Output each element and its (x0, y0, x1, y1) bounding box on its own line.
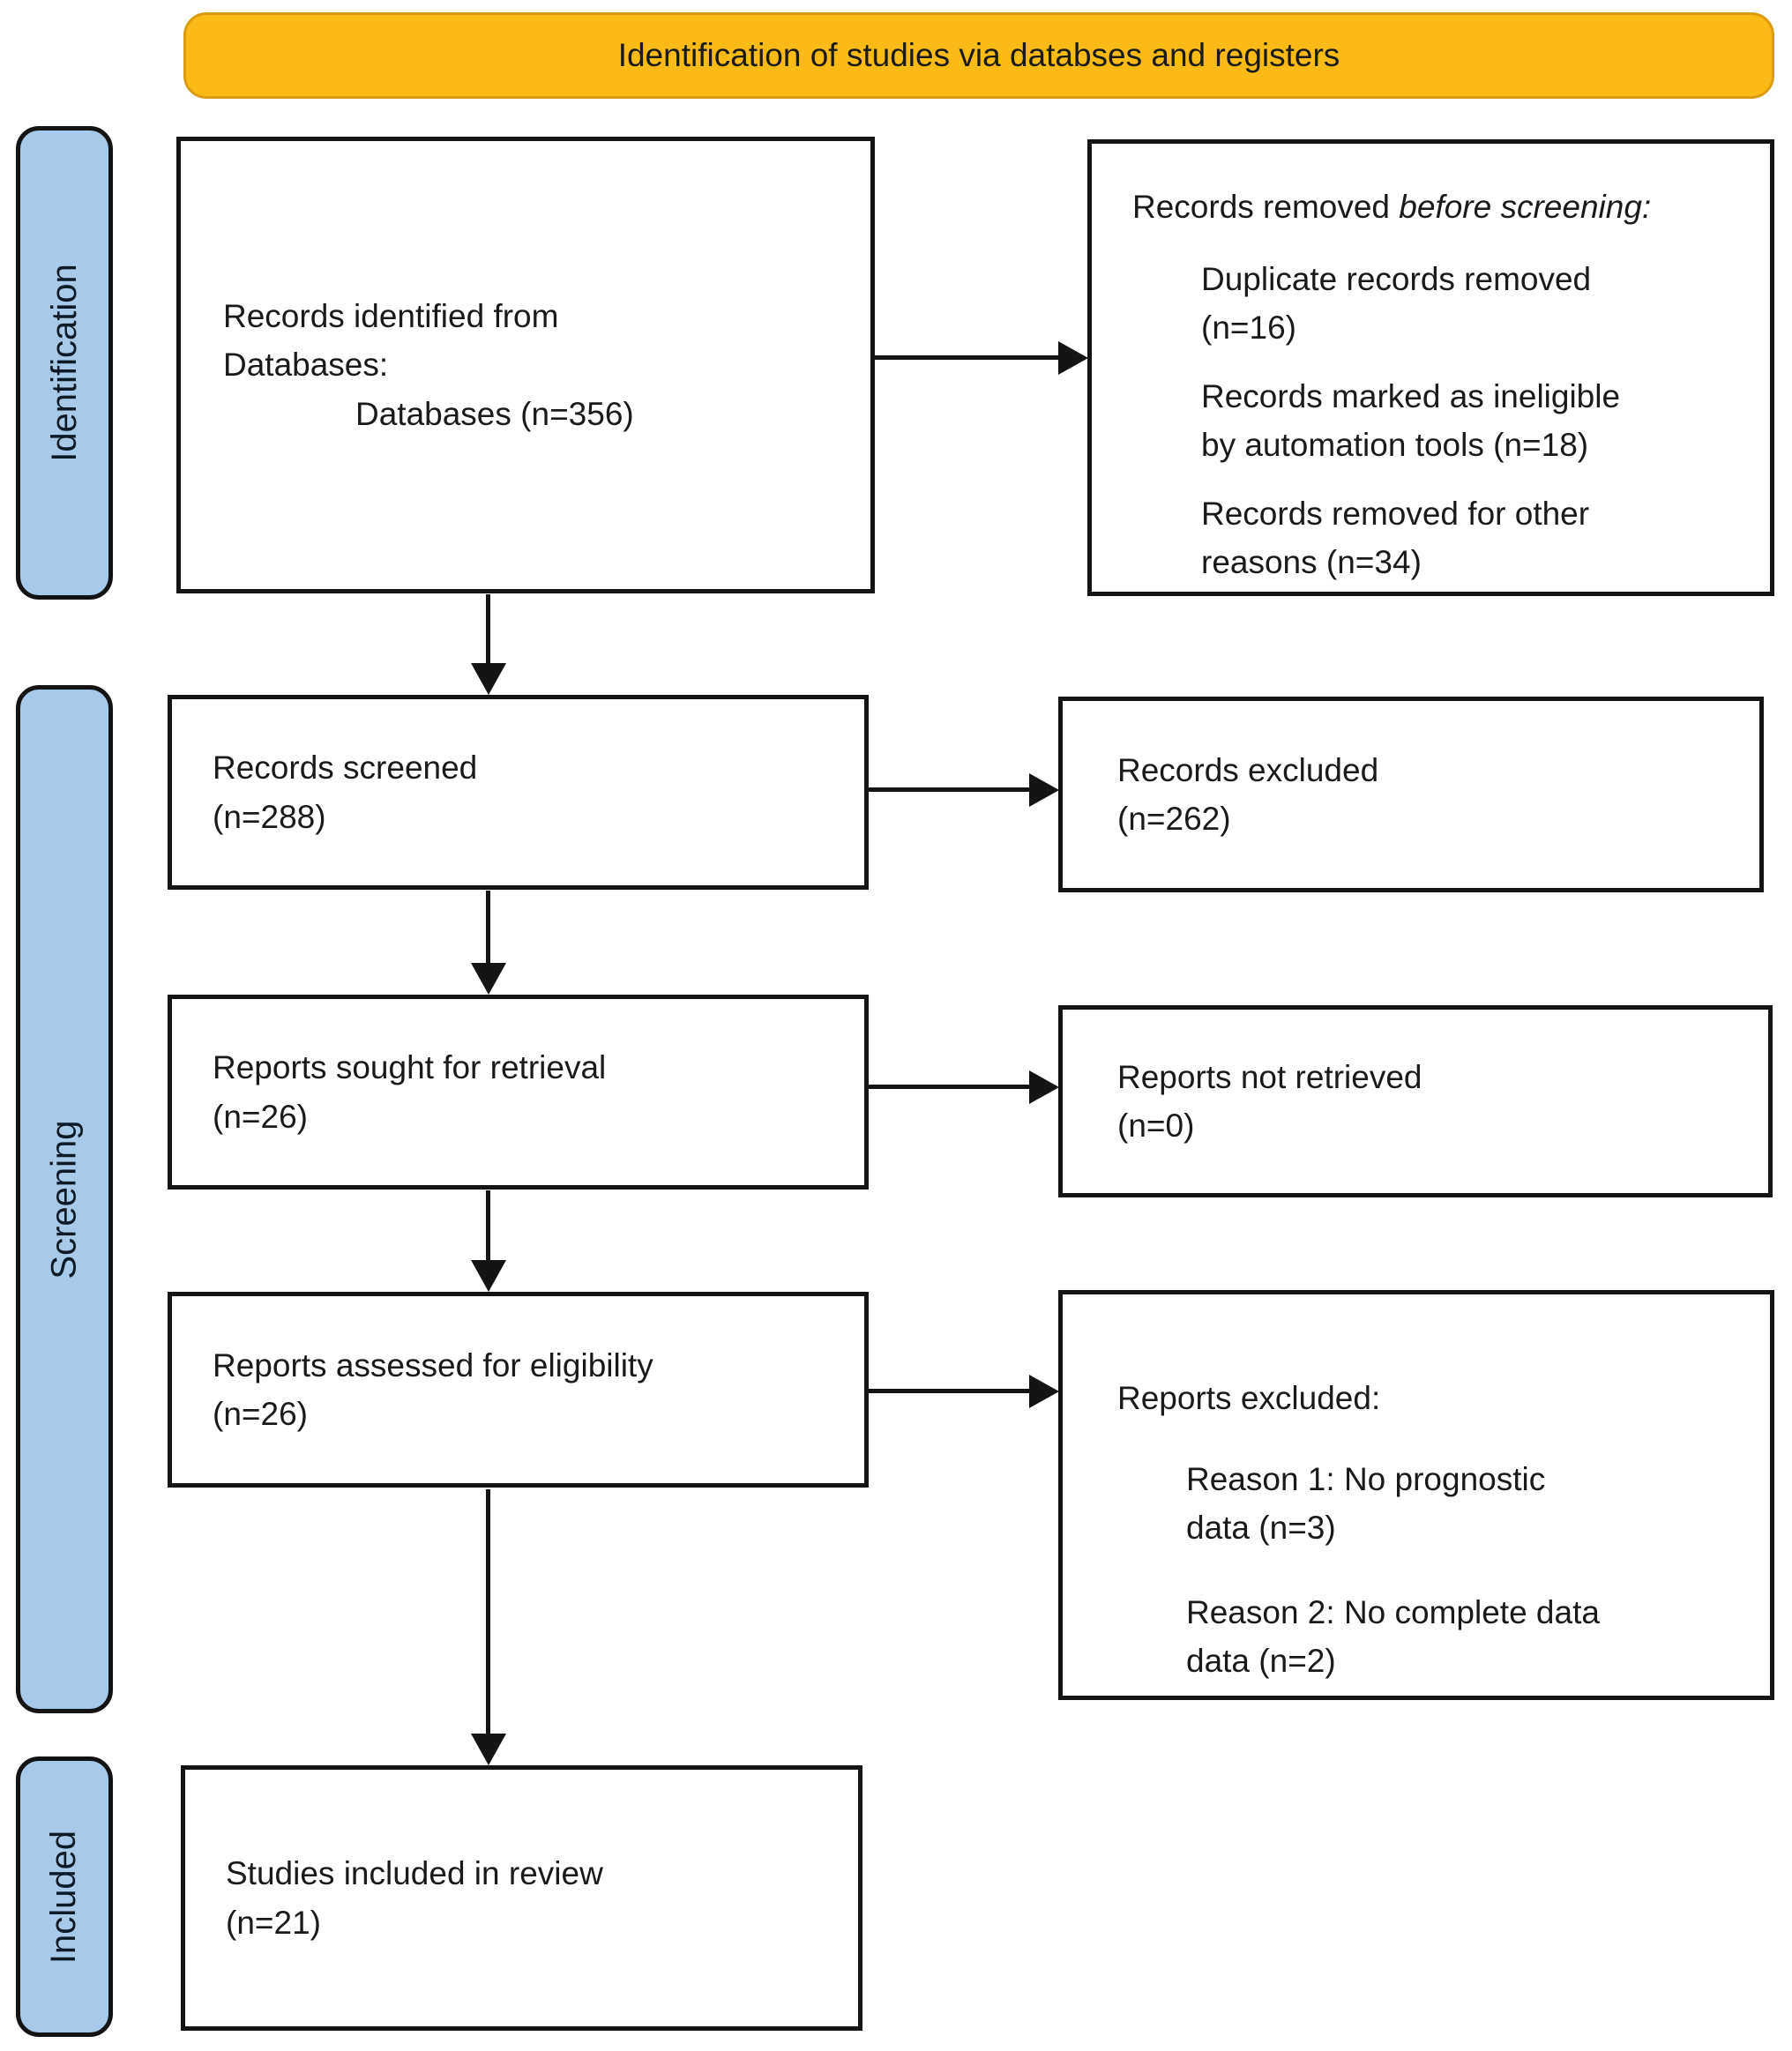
stage-pill-identification: Identification (16, 126, 113, 600)
records-identified-line2: Databases: (223, 347, 389, 384)
arrowhead-right-icon (1029, 773, 1059, 807)
records-excluded-text: Records excluded (n=262) (1117, 751, 1379, 838)
reports-sought-text: Reports sought for retrieval (n=26) (213, 1049, 607, 1135)
records-identified-line1: Records identified from (223, 297, 559, 334)
list-item: Records marked as ineligible by automati… (1201, 377, 1621, 464)
reports-excluded-heading: Reports excluded: (1117, 1380, 1381, 1416)
reports-not-retrieved-text: Reports not retrieved (n=0) (1117, 1058, 1422, 1145)
arrowhead-down-icon (471, 1734, 506, 1765)
arrowhead-down-icon (471, 663, 506, 695)
arrow-assessed-to-included (486, 1489, 490, 1737)
arrow-screened-to-sought (486, 891, 490, 966)
title-banner-label: Identification of studies via databses a… (617, 37, 1340, 73)
records-removed-heading-regular: Records removed (1132, 189, 1400, 225)
arrowhead-down-icon (471, 1260, 506, 1292)
box-records-removed-before-screening: Records removed before screening: Duplic… (1087, 139, 1774, 596)
box-reports-not-retrieved: Reports not retrieved (n=0) (1058, 1005, 1773, 1197)
records-removed-heading: Records removed before screening: (1132, 183, 1745, 232)
box-reports-assessed-for-eligibility: Reports assessed for eligibility (n=26) (168, 1292, 869, 1488)
box-reports-excluded: Reports excluded: Reason 1: No prognosti… (1058, 1290, 1774, 1700)
reports-assessed-text: Reports assessed for eligibility (n=26) (213, 1346, 653, 1433)
box-records-identified: Records identified from Databases: Datab… (176, 137, 875, 593)
list-item: Reason 1: No prognostic data (n=3) (1186, 1460, 1546, 1547)
arrowhead-right-icon (1058, 341, 1088, 375)
stage-label-identification: Identification (44, 264, 84, 462)
reports-excluded-list: Reason 1: No prognostic data (n=3) Reaso… (1186, 1455, 1745, 1686)
arrow-sought-to-assessed (486, 1190, 490, 1264)
arrowhead-right-icon (1029, 1070, 1059, 1104)
box-reports-sought-for-retrieval: Reports sought for retrieval (n=26) (168, 995, 869, 1190)
arrowhead-down-icon (471, 963, 506, 995)
arrow-identified-to-removed (875, 355, 1062, 360)
arrowhead-right-icon (1029, 1375, 1059, 1408)
stage-pill-screening: Screening (16, 685, 113, 1713)
box-studies-included-in-review: Studies included in review (n=21) (181, 1765, 862, 2031)
box-records-screened: Records screened (n=288) (168, 695, 869, 890)
list-item: Reason 2: No complete data data (n=2) (1186, 1593, 1600, 1680)
arrow-identified-to-screened (486, 594, 490, 667)
arrow-assessed-to-reports-excluded (869, 1389, 1033, 1393)
list-item: Records removed for other reasons (n=34) (1201, 495, 1590, 581)
records-removed-list: Duplicate records removed (n=16) Records… (1201, 255, 1745, 587)
records-identified-line3: Databases (n=356) (355, 395, 634, 432)
stage-label-screening: Screening (44, 1119, 84, 1279)
stage-pill-included: Included (16, 1756, 113, 2037)
list-item: Duplicate records removed (n=16) (1201, 260, 1592, 347)
arrow-screened-to-excluded (869, 787, 1033, 792)
stage-label-included: Included (44, 1830, 84, 1964)
studies-included-text: Studies included in review (n=21) (226, 1855, 603, 1941)
records-screened-text: Records screened (n=288) (213, 750, 478, 835)
records-removed-heading-italic: before screening: (1399, 189, 1652, 225)
box-records-excluded: Records excluded (n=262) (1058, 697, 1764, 892)
title-banner: Identification of studies via databses a… (183, 12, 1774, 99)
arrow-sought-to-not-retrieved (869, 1085, 1033, 1089)
